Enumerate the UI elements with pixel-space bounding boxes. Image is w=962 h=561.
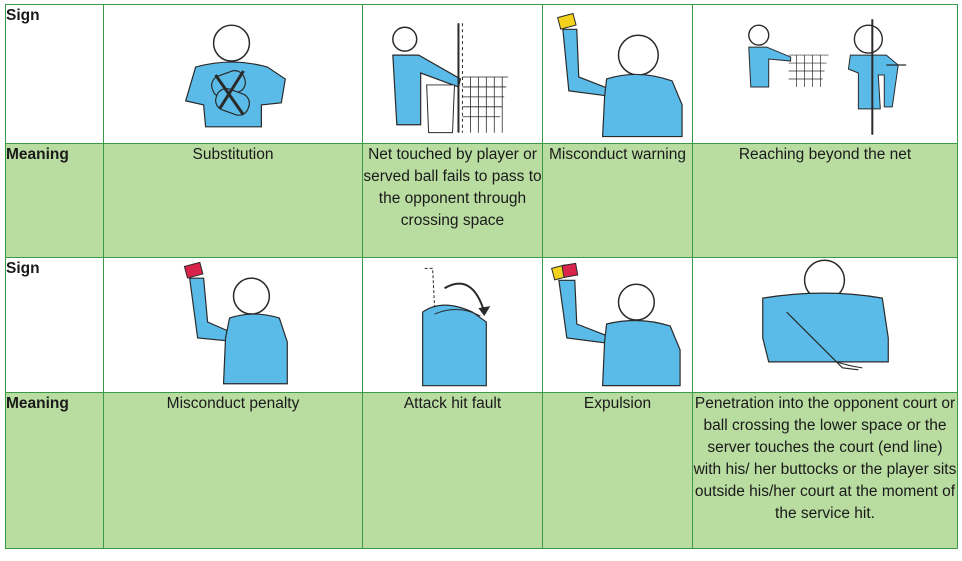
- expulsion-icon: [542, 257, 693, 393]
- meaning-cell: Substitution: [103, 143, 363, 258]
- row-header-meaning: Meaning: [5, 143, 104, 258]
- row-header-sign: Sign: [5, 257, 104, 393]
- reaching-beyond-net-icon: [692, 4, 958, 144]
- attack-hit-fault-icon: [362, 257, 543, 393]
- meaning-row-2: Meaning Misconduct penalty Attack hit fa…: [5, 392, 958, 549]
- meaning-cell: Misconduct penalty: [103, 392, 363, 549]
- referee-signals-table: Sign: [5, 4, 958, 549]
- misconduct-penalty-icon: [103, 257, 363, 393]
- meaning-cell: Expulsion: [542, 392, 693, 549]
- row-header-meaning: Meaning: [5, 392, 104, 549]
- misconduct-warning-icon: [542, 4, 693, 144]
- sign-row-2: Sign: [5, 257, 958, 393]
- penetration-icon: [692, 257, 958, 393]
- meaning-cell: Misconduct warning: [542, 143, 693, 258]
- net-touched-icon: [362, 4, 543, 144]
- meaning-cell: Net touched by player or served ball fai…: [362, 143, 543, 258]
- row-header-sign: Sign: [5, 4, 104, 144]
- substitution-icon: [103, 4, 363, 144]
- meaning-cell: Attack hit fault: [362, 392, 543, 549]
- sign-row-1: Sign: [5, 4, 958, 144]
- meaning-cell: Penetration into the opponent court or b…: [692, 392, 958, 549]
- meaning-row-1: Meaning Substitution Net touched by play…: [5, 143, 958, 258]
- meaning-cell: Reaching beyond the net: [692, 143, 958, 258]
